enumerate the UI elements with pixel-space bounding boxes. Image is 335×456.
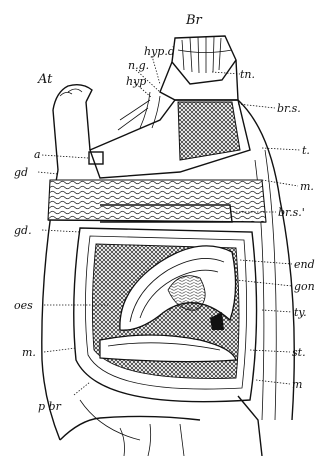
label-m-upper: m. bbox=[300, 180, 314, 193]
label-m-lower-right: m bbox=[292, 378, 302, 391]
label-Br: Br bbox=[185, 13, 203, 28]
label-br-s: br.s. bbox=[277, 102, 301, 115]
label-oes: oes bbox=[14, 299, 33, 312]
lower-body bbox=[60, 396, 262, 456]
label-t: t. bbox=[302, 144, 310, 157]
label-st: st. bbox=[292, 346, 306, 359]
label-gd-lower: gd. bbox=[14, 224, 32, 237]
label-gon: gon bbox=[294, 280, 315, 293]
label-br-s-prime: br.s.' bbox=[278, 206, 305, 219]
label-a: a bbox=[34, 148, 41, 161]
label-gd-upper: gd bbox=[14, 166, 28, 179]
muscle-band bbox=[48, 180, 266, 222]
label-p-br: p br bbox=[38, 400, 62, 413]
label-At: At bbox=[37, 72, 53, 87]
label-ty: ty. bbox=[294, 306, 307, 319]
label-hyp: hyp bbox=[126, 75, 146, 88]
label-tn: tn. bbox=[240, 68, 255, 81]
label-hyp-d: hyp.d bbox=[144, 45, 175, 58]
label-end: end bbox=[294, 258, 315, 271]
upper-region bbox=[89, 92, 250, 178]
label-m-lower-left: m. bbox=[22, 346, 36, 359]
label-n-g: n.g. bbox=[128, 59, 149, 72]
